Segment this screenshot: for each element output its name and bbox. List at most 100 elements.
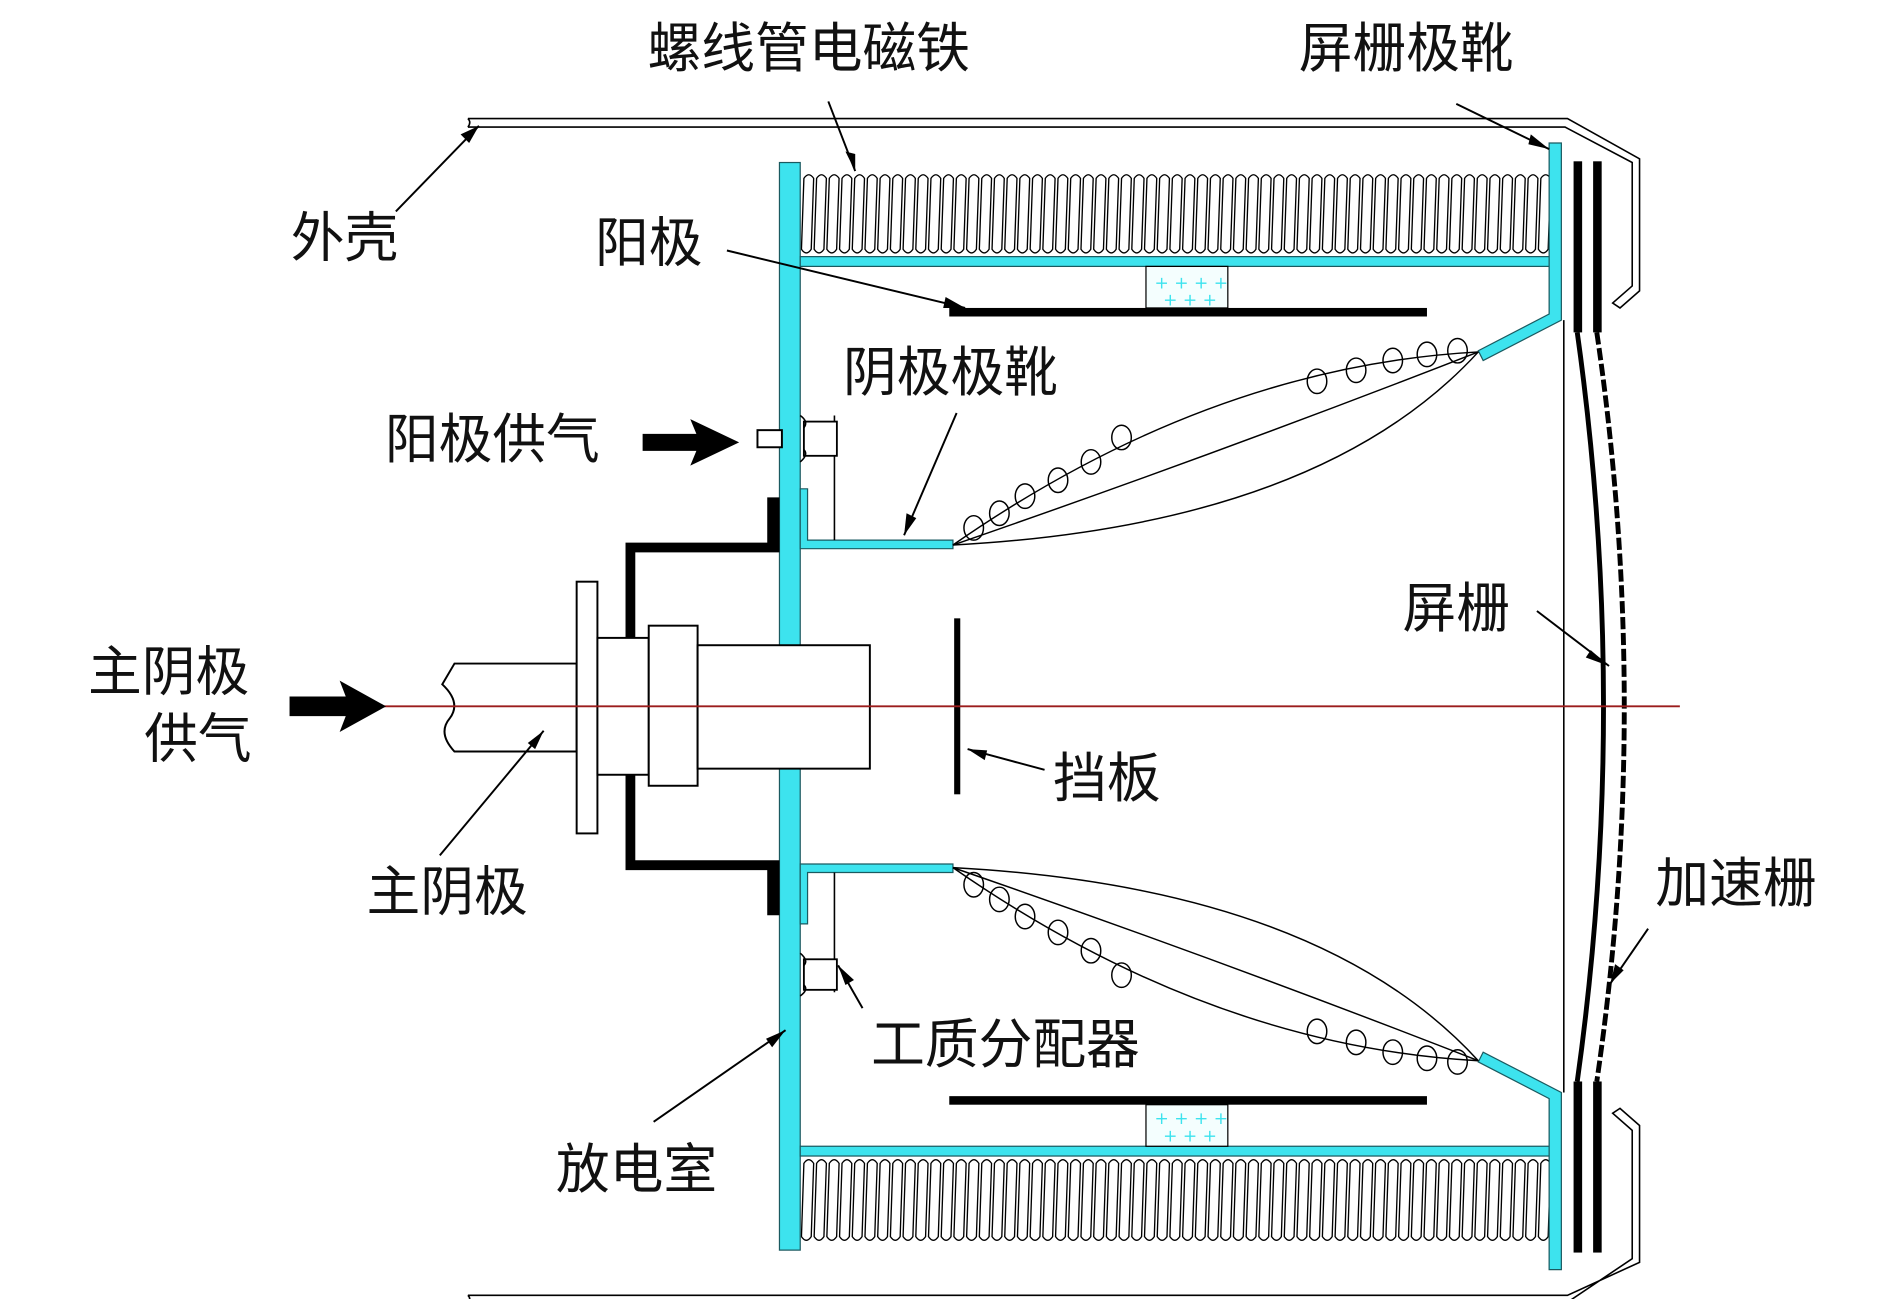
- cathode-pole-shoe-bottom: [799, 863, 954, 925]
- coil-winding: [1410, 174, 1425, 254]
- coil-winding: [1334, 1159, 1348, 1242]
- coil-winding: [953, 1159, 967, 1242]
- coil-winding: [1410, 1159, 1425, 1242]
- coil-winding: [1423, 1159, 1437, 1242]
- coil-winding: [940, 174, 955, 254]
- coil-winding: [1029, 1159, 1044, 1242]
- coil-winding: [864, 174, 878, 254]
- svg-text:+ + +: + + +: [1163, 1126, 1217, 1146]
- coil-winding: [1207, 1159, 1221, 1242]
- coil-winding: [1232, 174, 1247, 254]
- coil-winding: [1169, 174, 1183, 254]
- coil-winding: [1525, 174, 1539, 254]
- coil-winding: [1309, 174, 1323, 254]
- electron-loop: [1345, 1029, 1367, 1056]
- coil-winding: [1372, 1159, 1387, 1242]
- coil-winding: [826, 1159, 840, 1242]
- coil-winding: [1436, 1159, 1450, 1242]
- svg-text:+ + +: + + +: [1163, 291, 1217, 311]
- coil-winding: [1499, 174, 1514, 254]
- cathode-bracket-bottom: [625, 774, 780, 916]
- coil-winding: [1537, 1159, 1552, 1242]
- coil-winding: [1194, 1159, 1209, 1242]
- coil-winding: [940, 1159, 955, 1242]
- coil-winding: [1143, 174, 1158, 254]
- coil-winding: [1131, 1159, 1145, 1242]
- coil-winding: [1296, 1159, 1310, 1242]
- label-baffle: 挡板: [1053, 747, 1161, 810]
- electron-loop: [963, 871, 985, 898]
- coil-winding: [1093, 174, 1107, 254]
- electron-loop: [988, 500, 1010, 527]
- coil-winding: [877, 1159, 891, 1242]
- coil-winding: [1359, 1159, 1374, 1242]
- coil-winding: [1054, 1159, 1069, 1242]
- coil-winding: [1270, 174, 1285, 254]
- coil-winding: [1397, 174, 1412, 254]
- coil-winding: [800, 174, 815, 254]
- label-anode: 阳极: [595, 212, 703, 275]
- label-screen-pole-shoe: 屏栅极靴: [1299, 17, 1514, 80]
- coil-winding: [953, 174, 967, 254]
- label-shell: 外壳: [291, 207, 399, 270]
- label-accel-grid: 加速栅: [1655, 852, 1816, 915]
- coil-winding: [965, 174, 980, 254]
- coil-winding: [1486, 1159, 1501, 1242]
- coil-winding: [1194, 174, 1209, 254]
- coil-winding: [1105, 174, 1120, 254]
- coil-winding: [978, 1159, 993, 1242]
- electron-loop: [1382, 1039, 1404, 1066]
- coil-winding: [1131, 174, 1145, 254]
- coil-winding: [1461, 174, 1476, 254]
- label-anode-gas-feed: 阳极供气: [385, 408, 600, 471]
- coil-winding: [1016, 1159, 1031, 1242]
- coil-winding: [1105, 1159, 1120, 1242]
- coil-winding: [1016, 174, 1031, 254]
- screen-pole-shoe-bottom: [1477, 1051, 1562, 1271]
- electron-loop: [1080, 937, 1102, 964]
- coil-winding: [1245, 1159, 1260, 1242]
- coil-winding: [1054, 174, 1069, 254]
- coil-winding: [1232, 1159, 1247, 1242]
- coil-winding: [1525, 1159, 1539, 1242]
- coil-winding: [838, 174, 853, 254]
- coil-winding: [1397, 1159, 1412, 1242]
- coil-winding: [864, 1159, 878, 1242]
- electron-loop: [1416, 341, 1438, 368]
- coil-winding: [1448, 174, 1463, 254]
- svg-text:+ + + +: + + + +: [1155, 1109, 1229, 1129]
- coil-winding: [1169, 1159, 1183, 1242]
- coil-winding: [1118, 1159, 1132, 1242]
- electron-loop: [1306, 368, 1328, 395]
- coil-winding: [1004, 1159, 1018, 1242]
- coil-winding: [1499, 1159, 1514, 1242]
- coil-winding: [1436, 174, 1450, 254]
- coil-winding: [851, 1159, 866, 1242]
- electron-loop: [1306, 1018, 1328, 1045]
- grid-supports: [1573, 161, 1602, 1253]
- label-solenoid: 螺线管电磁铁: [648, 17, 970, 80]
- coil-winding: [1270, 1159, 1285, 1242]
- label-main-cathode-feed-1: 主阴极: [88, 640, 249, 703]
- coil-winding: [1372, 174, 1387, 254]
- coil-winding: [1321, 1159, 1336, 1242]
- coil-winding: [1245, 174, 1260, 254]
- coil-winding: [1080, 174, 1094, 254]
- anode-gas-inlet: [756, 414, 838, 463]
- coil-winding: [1258, 174, 1272, 254]
- electron-loop: [1382, 347, 1404, 374]
- insulator-top: + + + + + + +: [1145, 265, 1229, 311]
- coil-winding: [1029, 174, 1044, 254]
- electron-loop: [1047, 467, 1069, 494]
- coil-winding: [1385, 174, 1399, 254]
- coil-winding: [1042, 1159, 1056, 1242]
- coil-winding: [1067, 174, 1082, 254]
- coil-winding: [1118, 174, 1132, 254]
- coil-winding: [1448, 1159, 1463, 1242]
- coil-winding: [1220, 1159, 1234, 1242]
- coil-winding: [1093, 1159, 1107, 1242]
- coil-winding: [1004, 174, 1018, 254]
- magnet-strip-bottom: [799, 1145, 1551, 1157]
- cathode-bracket-top: [625, 497, 780, 638]
- coil-winding: [813, 1159, 828, 1242]
